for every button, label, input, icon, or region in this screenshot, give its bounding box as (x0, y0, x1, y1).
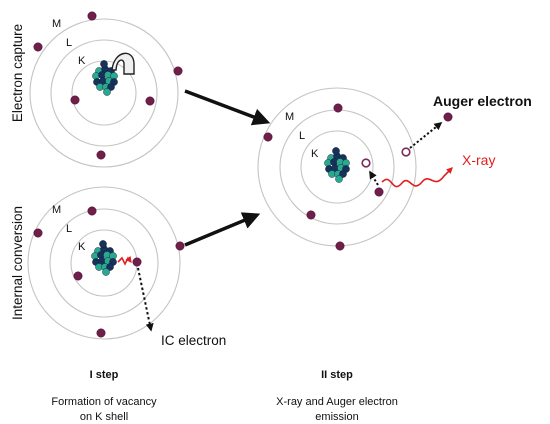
shell-l-label: L (299, 130, 305, 142)
step-two-desc-line2: emission (315, 411, 358, 423)
shell-m (27, 186, 181, 340)
capture-arc-arrow (111, 52, 135, 75)
transition-arrow-top (184, 89, 271, 126)
xray-emission-wave (381, 167, 453, 188)
electron (306, 210, 316, 220)
electron (73, 271, 83, 281)
auger-emission-arrow (409, 121, 443, 149)
energy-transfer-arrow (117, 255, 132, 266)
nucleus (92, 60, 118, 96)
auger-electron-label: Auger electron (433, 93, 532, 109)
electron (132, 257, 142, 267)
proton (106, 263, 114, 271)
shell-l-label: L (66, 37, 72, 49)
electron (33, 228, 43, 238)
shell-l-label: L (66, 223, 72, 235)
ic-electron-label: IC electron (161, 333, 226, 348)
shell-k (300, 130, 374, 204)
auger-electron (443, 112, 453, 122)
neutron (335, 175, 343, 183)
proton (332, 147, 340, 155)
electron (263, 132, 273, 142)
electron (145, 96, 155, 106)
electron (87, 206, 97, 216)
electron (33, 42, 43, 52)
shell-k-label: K (78, 241, 86, 253)
proton (100, 60, 108, 68)
step-two-desc-line1: X-ray and Auger electron (276, 396, 398, 408)
neutron (102, 268, 110, 276)
nucleus (91, 240, 117, 276)
internal-conversion-label: Internal conversion (10, 206, 25, 320)
m-shell-vacancy (401, 147, 411, 157)
electron (70, 95, 80, 105)
electron (175, 241, 185, 251)
step-two-title: II step (321, 369, 353, 381)
shell-k-label: K (311, 148, 319, 160)
proton (339, 170, 347, 178)
electron (333, 103, 343, 113)
xray-label: X-ray (462, 152, 495, 168)
step-one-desc-line2: on K shell (80, 411, 128, 423)
electron (374, 187, 384, 197)
electron (87, 11, 97, 21)
nucleus (324, 147, 350, 183)
proton (107, 83, 115, 91)
step-one-title: I step (90, 369, 119, 381)
electron (96, 328, 106, 338)
shell-m-label: M (52, 204, 61, 216)
shell-m-label: M (285, 111, 294, 123)
electron (173, 66, 183, 76)
shell-m-label: M (52, 18, 61, 30)
electron-capture-label: Electron capture (10, 24, 25, 122)
electron (96, 150, 106, 160)
step-one-desc-line1: Formation of vacancy (51, 396, 157, 408)
k-shell-vacancy (361, 158, 371, 168)
ic-electron-path (137, 267, 154, 332)
shell-k-label: K (78, 55, 86, 67)
shell-m (29, 18, 179, 168)
proton (99, 240, 107, 248)
atom-step-two: M L K (257, 87, 453, 251)
transition-arrow-bottom (184, 212, 261, 247)
neutron (103, 88, 111, 96)
shell-l (50, 39, 158, 147)
electron (335, 241, 345, 251)
atom-internal-conversion: M L K (27, 186, 185, 340)
atom-electron-capture: M L K (29, 11, 183, 168)
shell-l (49, 208, 159, 318)
